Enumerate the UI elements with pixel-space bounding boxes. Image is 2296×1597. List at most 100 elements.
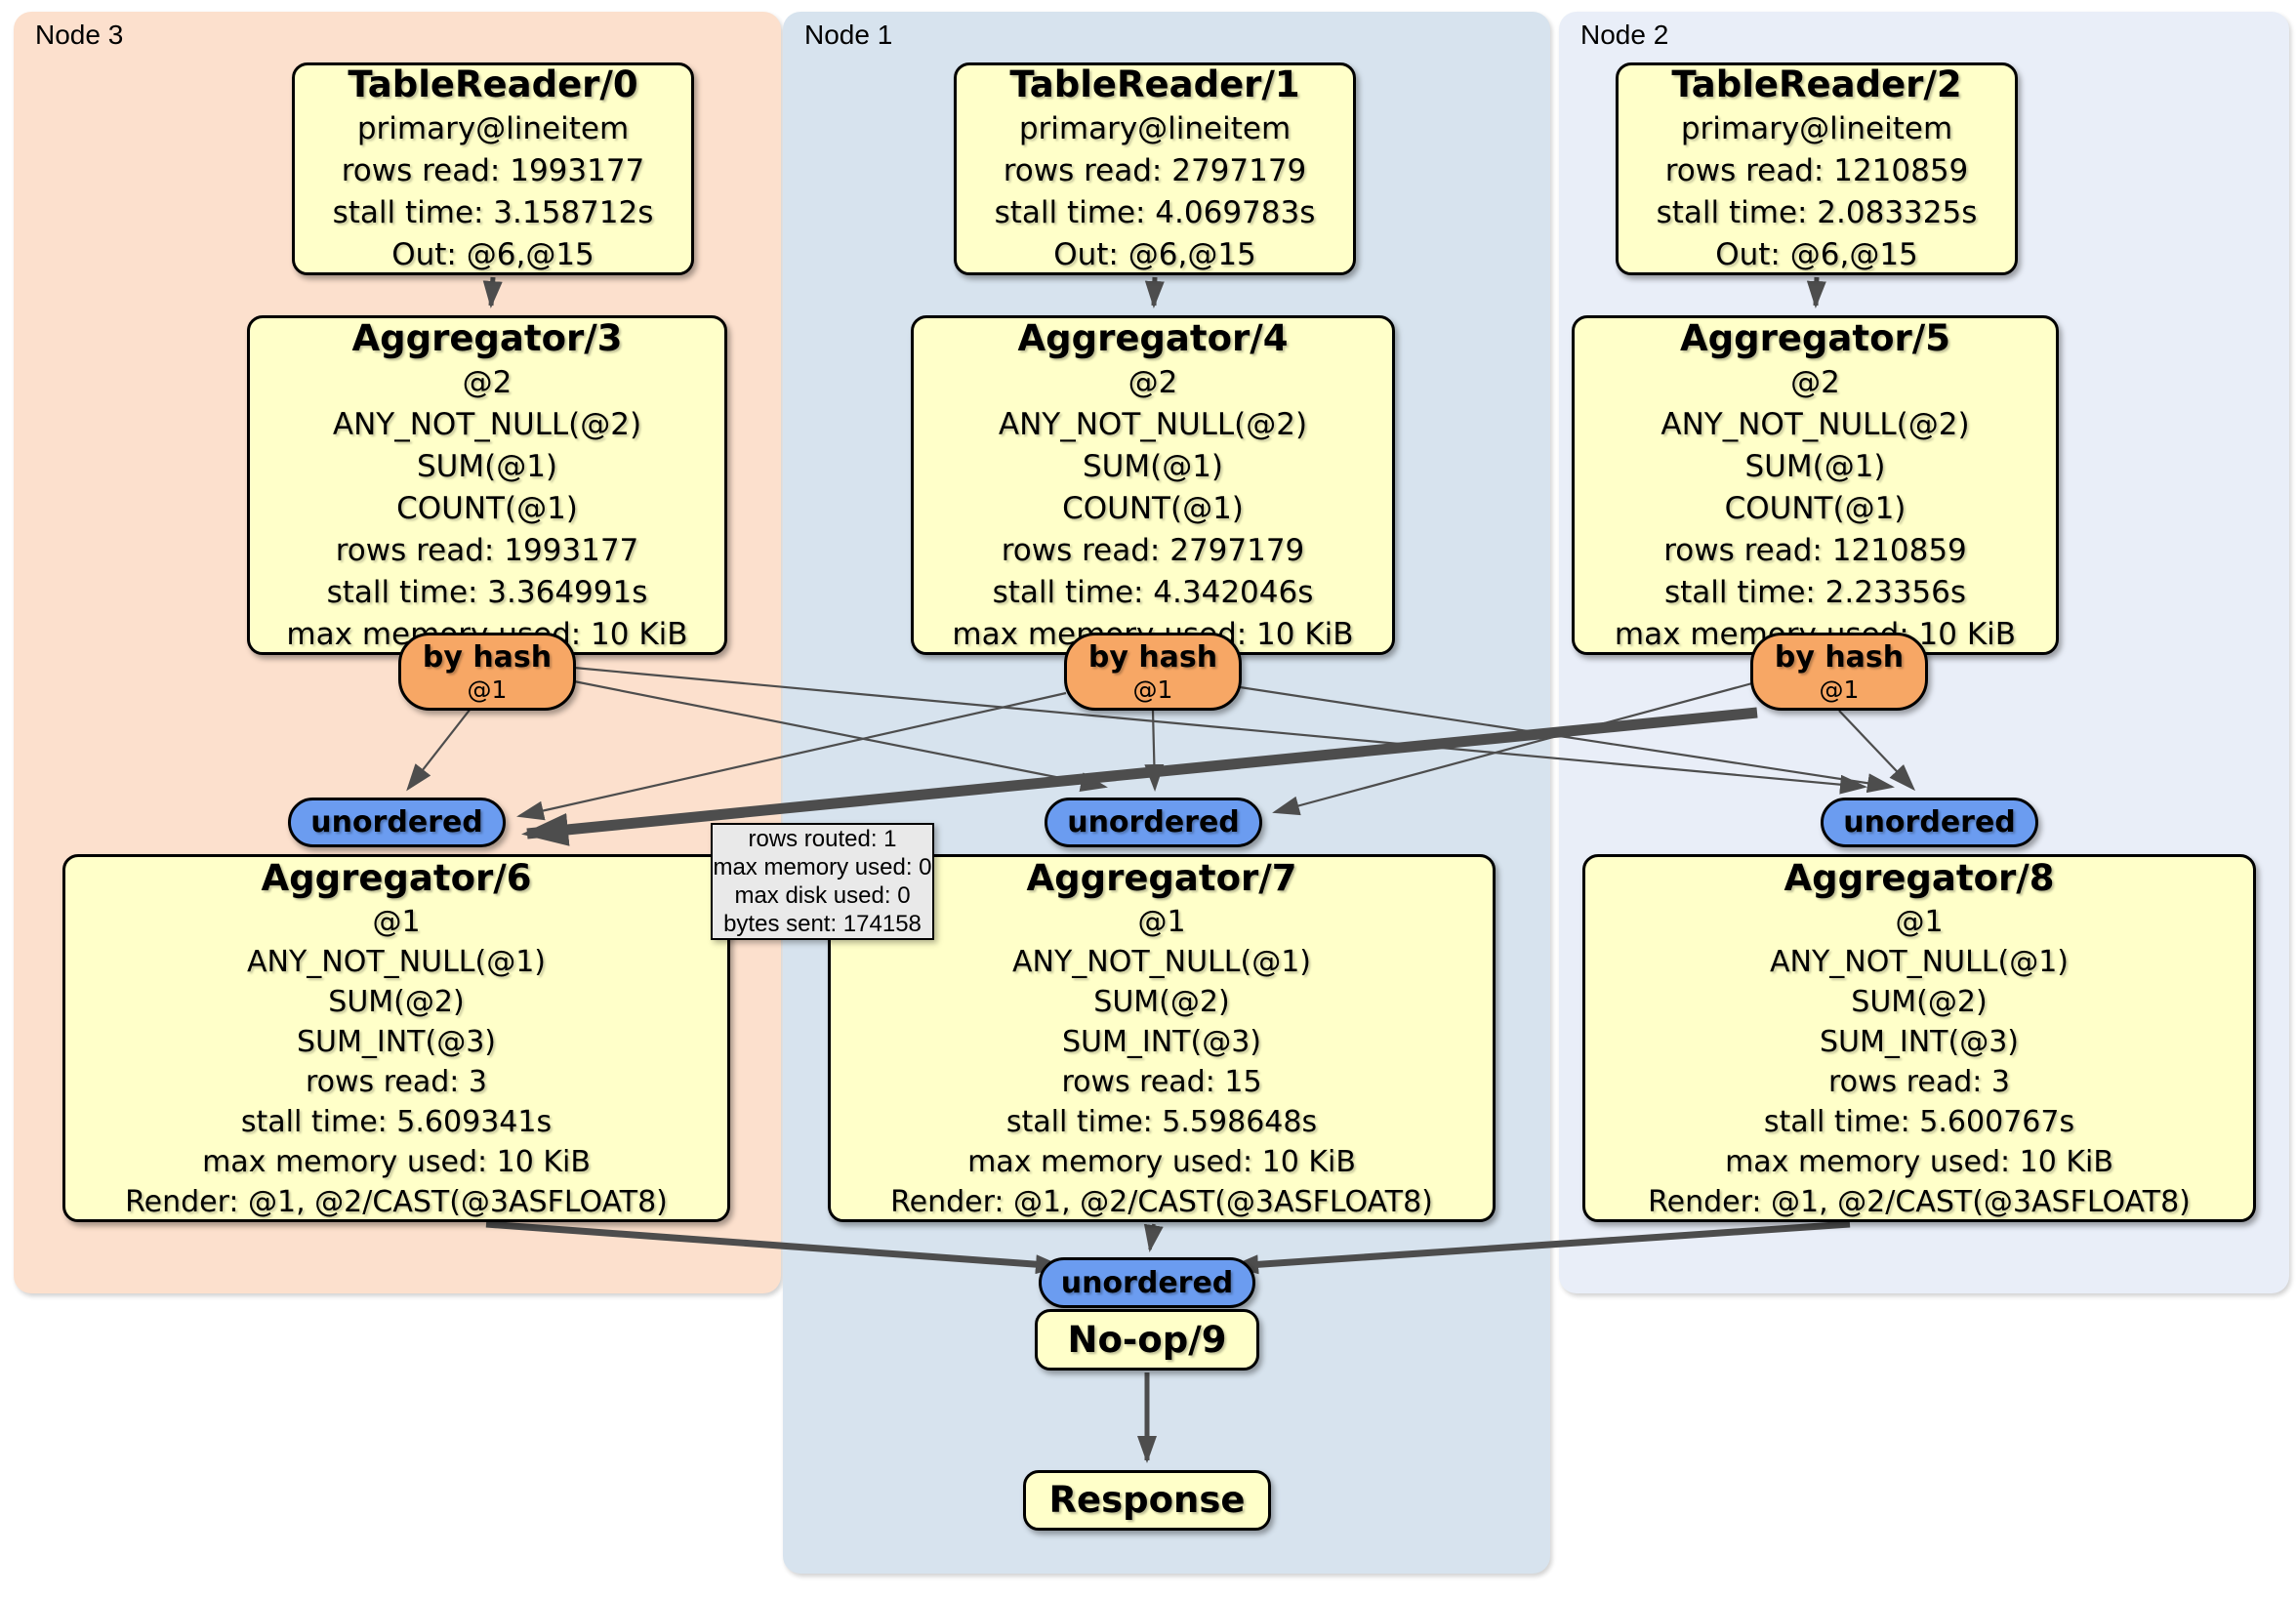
- processor-line: @2: [1128, 364, 1178, 400]
- processor-title: Aggregator/5: [1679, 316, 1950, 359]
- edge-tablereader1-to-aggregator4[interactable]: [1144, 276, 1165, 308]
- processor-line: COUNT(@1): [1724, 490, 1906, 526]
- sync-unordered-final[interactable]: unordered: [1039, 1257, 1255, 1308]
- sync-unordered-node2[interactable]: unordered: [1821, 798, 2038, 847]
- processor-line: SUM(@2): [1093, 984, 1230, 1019]
- processor-aggregator-4[interactable]: Aggregator/4 @2 ANY_NOT_NULL(@2) SUM(@1)…: [911, 315, 1395, 655]
- processor-tablereader-0[interactable]: TableReader/0 primary@lineitem rows read…: [292, 62, 694, 275]
- sync-label: unordered: [1843, 805, 2016, 839]
- router-by-hash-node1[interactable]: by hash @1: [1064, 633, 1242, 711]
- processor-title: TableReader/1: [1009, 63, 1300, 105]
- edge-aggregator8-to-sync4[interactable]: [1231, 1220, 1851, 1275]
- processor-line: Render: @1, @2/CAST(@3ASFLOAT8): [1648, 1184, 2191, 1219]
- processor-line: max memory used: 10 KiB: [967, 1144, 1356, 1179]
- processor-line: Render: @1, @2/CAST(@3ASFLOAT8): [890, 1184, 1433, 1219]
- processor-aggregator-6[interactable]: Aggregator/6 @1 ANY_NOT_NULL(@1) SUM(@2)…: [62, 854, 730, 1222]
- edge-router1-to-sync1[interactable]: [406, 708, 472, 792]
- sync-unordered-node1[interactable]: unordered: [1045, 798, 1262, 847]
- processor-title: Aggregator/3: [351, 316, 623, 359]
- processor-line: stall time: 3.158712s: [332, 195, 654, 230]
- sync-unordered-node3[interactable]: unordered: [288, 798, 506, 847]
- processor-line: SUM(@2): [328, 984, 465, 1019]
- processor-line: stall time: 2.083325s: [1656, 195, 1978, 230]
- processor-aggregator-5[interactable]: Aggregator/5 @2 ANY_NOT_NULL(@2) SUM(@1)…: [1572, 315, 2059, 655]
- processor-line: ANY_NOT_NULL(@2): [1660, 406, 1970, 442]
- processor-line: rows read: 2797179: [1001, 532, 1305, 568]
- processor-line: ANY_NOT_NULL(@1): [1770, 944, 2069, 979]
- processor-line: primary@lineitem: [1018, 111, 1292, 146]
- processor-line: Out: @6,@15: [391, 237, 594, 272]
- router-by-hash-node3[interactable]: by hash @1: [398, 633, 576, 711]
- edge-aggregator7-to-sync4[interactable]: [1143, 1223, 1164, 1252]
- processor-line: COUNT(@1): [396, 490, 578, 526]
- processor-line: rows read: 15: [1061, 1064, 1262, 1099]
- sync-label: unordered: [1060, 1265, 1234, 1300]
- processor-line: @1: [1137, 904, 1186, 939]
- processor-line: SUM(@1): [416, 448, 558, 484]
- edge-tablereader0-to-aggregator3[interactable]: [482, 276, 503, 308]
- processor-line: stall time: 5.598648s: [1005, 1104, 1318, 1139]
- edge-router2-to-sync1[interactable]: [516, 691, 1067, 821]
- router-label: by hash: [1087, 640, 1218, 675]
- processor-line: Render: @1, @2/CAST(@3ASFLOAT8): [125, 1184, 668, 1219]
- processor-line: @2: [1790, 364, 1840, 400]
- edge-tooltip-line: bytes sent: 174158: [723, 911, 922, 937]
- edge-router1-to-sync3[interactable]: [573, 666, 1867, 795]
- sync-label: unordered: [310, 805, 483, 839]
- edge-router1-to-sync2[interactable]: [573, 679, 1108, 792]
- edge-tooltip-line: rows routed: 1: [748, 826, 897, 852]
- edge-aggregator6-to-sync4[interactable]: [485, 1220, 1063, 1275]
- processor-line: rows read: 1210859: [1664, 153, 1969, 188]
- processor-line: rows read: 3: [1827, 1064, 2011, 1099]
- processor-title: No-op/9: [1067, 1318, 1227, 1361]
- edge-tablereader2-to-aggregator5[interactable]: [1806, 276, 1826, 308]
- processor-line: rows read: 3: [305, 1064, 488, 1099]
- processor-line: ANY_NOT_NULL(@1): [1012, 944, 1311, 979]
- processor-aggregator-3[interactable]: Aggregator/3 @2 ANY_NOT_NULL(@2) SUM(@1)…: [247, 315, 727, 655]
- processor-line: stall time: 5.609341s: [240, 1104, 553, 1139]
- processor-line: SUM_INT(@3): [1062, 1024, 1261, 1059]
- processor-title: TableReader/0: [348, 63, 638, 105]
- edge-router3-to-sync2[interactable]: [1272, 681, 1753, 816]
- processor-line: SUM(@1): [1744, 448, 1886, 484]
- processor-tablereader-1[interactable]: TableReader/1 primary@lineitem rows read…: [954, 62, 1356, 275]
- processor-line: rows read: 1210859: [1663, 532, 1967, 568]
- processor-tablereader-2[interactable]: TableReader/2 primary@lineitem rows read…: [1616, 62, 2018, 275]
- node-panel-2-label: Node 2: [1580, 20, 1669, 50]
- processor-noop-9[interactable]: No-op/9: [1035, 1309, 1259, 1371]
- processor-line: COUNT(@1): [1062, 490, 1244, 526]
- processor-aggregator-8[interactable]: Aggregator/8 @1 ANY_NOT_NULL(@1) SUM(@2)…: [1582, 854, 2256, 1222]
- router-label: by hash: [1774, 640, 1905, 675]
- processor-line: ANY_NOT_NULL(@2): [998, 406, 1308, 442]
- processor-line: stall time: 3.364991s: [326, 574, 648, 610]
- processor-line: SUM(@1): [1082, 448, 1224, 484]
- processor-aggregator-7[interactable]: Aggregator/7 @1 ANY_NOT_NULL(@1) SUM(@2)…: [828, 854, 1496, 1222]
- processor-title: Aggregator/7: [1026, 856, 1297, 899]
- processor-title: Response: [1048, 1479, 1246, 1521]
- processor-line: Out: @6,@15: [1715, 237, 1918, 272]
- processor-title: TableReader/2: [1671, 63, 1962, 105]
- processor-line: ANY_NOT_NULL(@1): [247, 944, 546, 979]
- edge-tooltip-line: max memory used: 0: [713, 854, 932, 880]
- edge-router3-to-sync3[interactable]: [1838, 710, 1916, 792]
- edge-router3-to-sync1-thick[interactable]: [521, 707, 1758, 846]
- processor-line: Out: @6,@15: [1053, 237, 1256, 272]
- processor-line: stall time: 5.600767s: [1763, 1104, 2075, 1139]
- processor-line: @1: [372, 904, 421, 939]
- processor-title: Aggregator/6: [261, 856, 532, 899]
- processor-line: SUM_INT(@3): [1820, 1024, 2019, 1059]
- processor-line: stall time: 4.342046s: [992, 574, 1314, 610]
- router-detail: @1: [1132, 676, 1173, 704]
- processor-title: Aggregator/4: [1017, 316, 1289, 359]
- node-panel-3-label: Node 3: [35, 20, 124, 50]
- router-by-hash-node2[interactable]: by hash @1: [1750, 633, 1928, 711]
- processor-response[interactable]: Response: [1023, 1470, 1271, 1531]
- processor-line: rows read: 1993177: [335, 532, 639, 568]
- processor-title: Aggregator/8: [1784, 856, 2055, 899]
- edge-router2-to-sync3[interactable]: [1239, 685, 1895, 794]
- processor-line: primary@lineitem: [1680, 111, 1953, 146]
- processor-line: rows read: 2797179: [1003, 153, 1307, 188]
- edge-tooltip: rows routed: 1 max memory used: 0 max di…: [711, 823, 934, 940]
